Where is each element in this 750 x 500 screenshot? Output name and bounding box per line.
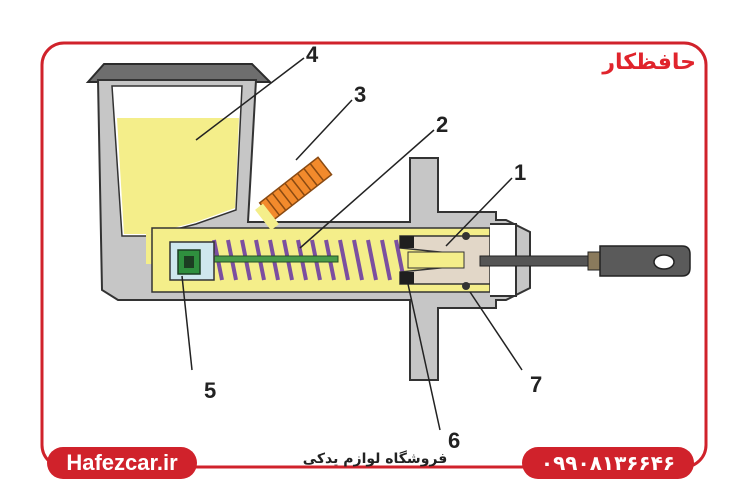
piston-rod-socket — [407, 251, 465, 269]
callout-3: 3 — [354, 82, 367, 107]
store-name: فروشگاه لوازم یدکی — [302, 451, 448, 467]
seal-dot-top — [462, 232, 470, 240]
rod-nut — [587, 251, 601, 271]
seal-dot-bottom — [462, 282, 470, 290]
inlet-passage — [255, 203, 279, 231]
push-rod-outer — [479, 255, 591, 267]
red-frame — [40, 41, 708, 469]
valve-core — [184, 256, 194, 268]
callout-6: 6 — [448, 428, 461, 453]
clevis-hole — [653, 254, 675, 270]
inlet-fitting — [258, 156, 333, 222]
callout-7: 7 — [530, 372, 543, 397]
brand-logo: حافظکار — [602, 50, 696, 75]
callout-2: 2 — [436, 112, 449, 137]
push-rod-inner — [195, 255, 339, 263]
phone-number[interactable]: ۰۹۹۰۸۱۳۶۶۴۶ — [522, 447, 694, 479]
primary-seal — [400, 236, 414, 248]
website-link[interactable]: Hafezcar.ir — [47, 447, 197, 479]
reservoir-fluid — [117, 118, 239, 234]
callout-5: 5 — [204, 378, 217, 403]
callout-1: 1 — [514, 160, 527, 185]
callout-4: 4 — [306, 42, 319, 67]
clevis — [599, 245, 691, 277]
secondary-seal — [400, 272, 414, 284]
callout-leaders — [181, 57, 523, 431]
